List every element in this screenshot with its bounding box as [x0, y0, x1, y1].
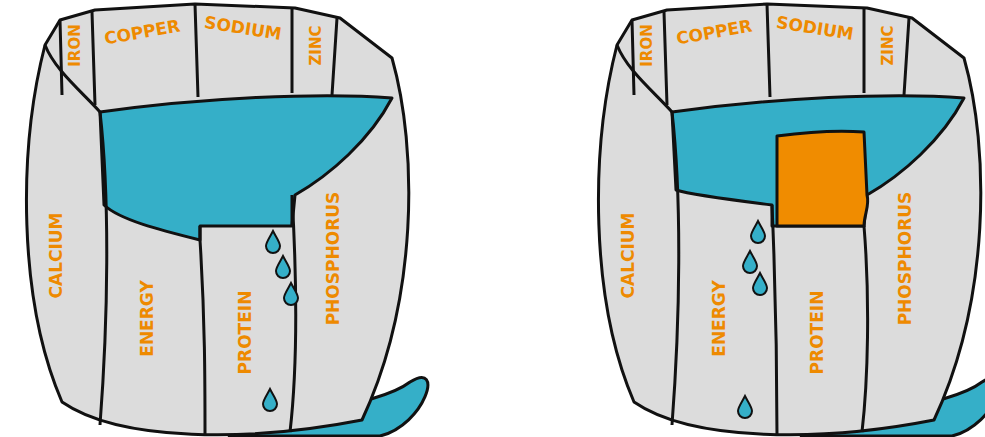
part-name: ZINC: [881, 25, 896, 65]
water: [100, 96, 392, 240]
part-name: CALCIUM: [620, 212, 637, 298]
water: [672, 96, 964, 226]
barrel-right: [598, 4, 985, 436]
part-name: PHOSPHORUS: [325, 191, 342, 325]
part-name: IRON: [68, 24, 83, 66]
part-name: PROTEIN: [809, 290, 826, 374]
barrel-left: [26, 4, 427, 436]
part-name: IRON: [640, 24, 655, 66]
part-name: ENERGY: [139, 280, 156, 356]
part-name: PHOSPHORUS: [897, 191, 914, 325]
part-name: ZINC: [309, 25, 324, 65]
patch: [777, 131, 868, 226]
part-name: PROTEIN: [237, 290, 254, 374]
part-name: CALCIUM: [48, 212, 65, 298]
part-name: ENERGY: [711, 280, 728, 356]
